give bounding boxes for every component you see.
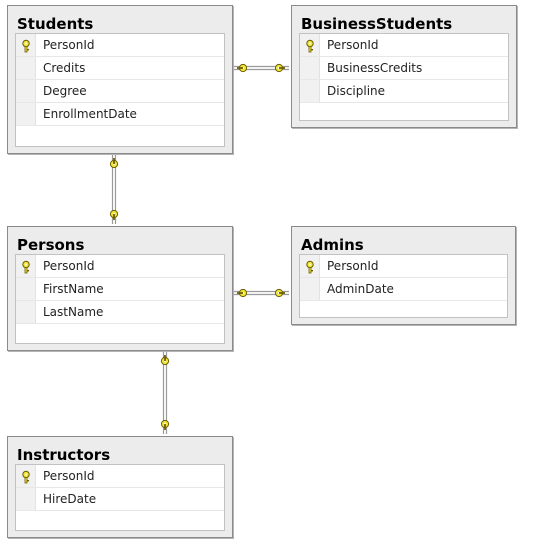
column-row[interactable]: HireDate [16,488,224,511]
column-name: Degree [43,84,87,98]
row-selector[interactable] [16,34,36,56]
row-selector[interactable] [16,80,36,102]
table-title: Admins [301,236,364,254]
column-name: EnrollmentDate [43,107,137,121]
row-selector[interactable] [300,34,320,56]
row-selector[interactable] [300,278,320,300]
column-name: LastName [43,305,104,319]
primary-key-icon [304,259,316,274]
table-title: Students [17,15,94,33]
column-name: PersonId [327,259,379,273]
row-selector[interactable] [300,80,320,102]
relationship-students-persons[interactable] [109,154,119,224]
column-name: PersonId [43,38,95,52]
column-row[interactable]: EnrollmentDate [16,103,224,126]
relationship-persons-instructors[interactable] [160,351,170,434]
column-name: PersonId [43,469,95,483]
relationship-persons-admins[interactable] [233,288,289,298]
relationship-students-business-students[interactable] [233,63,289,73]
row-selector[interactable] [16,465,36,487]
table-title: BusinessStudents [301,15,453,33]
column-name: BusinessCredits [327,61,423,75]
table-title: Persons [17,236,85,254]
column-row[interactable]: AdminDate [300,278,507,301]
key-icon [160,355,170,366]
column-row[interactable]: PersonId [300,255,507,278]
column-name: Discipline [327,84,386,98]
key-icon [160,419,170,430]
column-row[interactable]: Discipline [300,80,508,103]
key-icon [109,158,119,169]
row-selector[interactable] [16,57,36,79]
key-icon [274,63,285,73]
row-selector[interactable] [300,57,320,79]
primary-key-icon [20,38,32,53]
primary-key-icon [304,38,316,53]
column-name: PersonId [43,259,95,273]
row-selector[interactable] [16,278,36,300]
primary-key-icon [20,469,32,484]
column-name: FirstName [43,282,104,296]
table-title: Instructors [17,446,111,464]
key-icon [274,288,285,298]
row-selector[interactable] [300,255,320,277]
column-name: PersonId [327,38,379,52]
column-row[interactable]: PersonId [300,34,508,57]
column-row[interactable]: LastName [16,301,224,324]
primary-key-icon [20,259,32,274]
column-name: Credits [43,61,86,75]
column-row[interactable]: FirstName [16,278,224,301]
column-row[interactable]: PersonId [16,465,224,488]
column-row[interactable]: Degree [16,80,224,103]
column-row[interactable]: Credits [16,57,224,80]
key-icon [237,63,248,73]
row-selector[interactable] [16,255,36,277]
row-selector[interactable] [16,301,36,323]
column-row[interactable]: PersonId [16,255,224,278]
key-icon [237,288,248,298]
key-icon [109,209,119,220]
row-selector[interactable] [16,103,36,125]
column-name: AdminDate [327,282,394,296]
row-selector[interactable] [16,488,36,510]
column-row[interactable]: PersonId [16,34,224,57]
column-name: HireDate [43,492,97,506]
column-row[interactable]: BusinessCredits [300,57,508,80]
